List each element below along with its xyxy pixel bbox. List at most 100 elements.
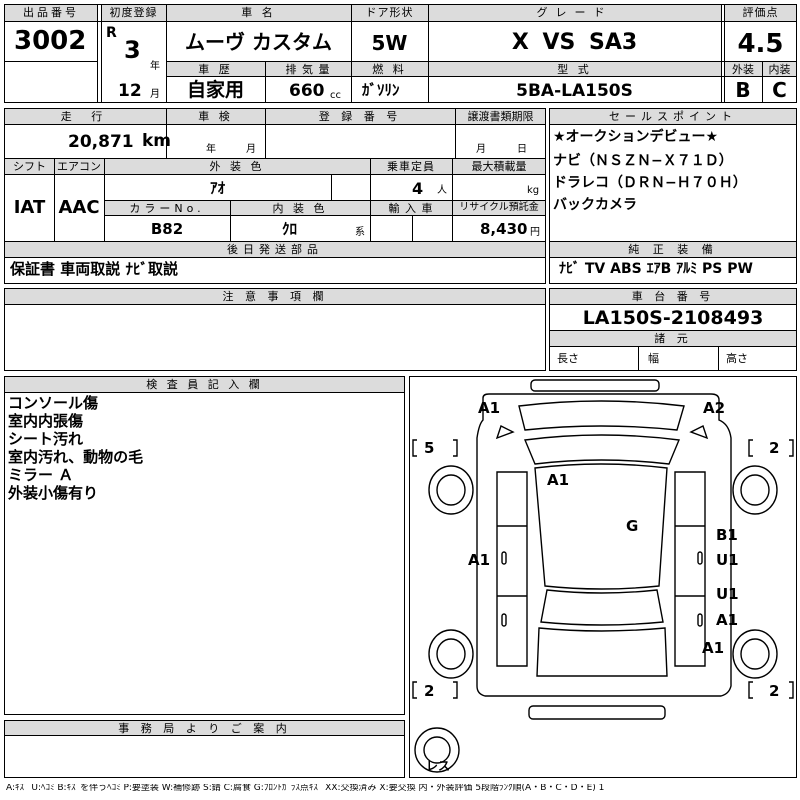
color-no-label: カラーNo. <box>129 202 205 215</box>
tire-score-rear-right: 2 <box>769 682 780 700</box>
later-parts: 保証書 車両取説 ﾅﾋﾞ取説 <box>10 260 178 278</box>
damage-right-rear-fender: A1 <box>702 639 725 657</box>
spare-tire-status: レス <box>426 759 451 773</box>
first-reg-label: 初度登録 <box>109 6 158 19</box>
sales-point-line: バックカメラ <box>553 197 637 213</box>
lot-number: 3002 <box>14 26 87 56</box>
sales-point-line: ナビ（ＮＳＺＮ−Ｘ７１Ｄ） <box>553 153 733 169</box>
displacement-unit: cc <box>330 90 341 101</box>
first-reg-era: R <box>106 25 117 41</box>
right-front-handle <box>697 551 703 565</box>
first-reg-month-unit: 月 <box>150 89 160 100</box>
rear-glass <box>540 589 664 626</box>
tire-rear-right <box>732 629 778 679</box>
car-name-label: 車 名 <box>241 6 276 19</box>
equipment-label: 純 正 装 備 <box>628 243 718 256</box>
legend: A:ｷｽﾞ U:ﾍｺﾐ B:ｷｽﾞを伴うﾍｺﾐ P:要塗装 W:補修跡 S:錆 … <box>6 784 605 793</box>
transfer-month-unit: 月 <box>476 144 486 155</box>
exterior-grade: B <box>735 78 751 102</box>
left-mirror <box>495 425 515 440</box>
left-front-handle <box>501 551 507 565</box>
body-outline <box>476 393 732 697</box>
aircon: AAC <box>58 197 100 218</box>
left-side <box>496 471 528 667</box>
score: 4.5 <box>737 29 784 59</box>
notes-box <box>4 288 546 371</box>
damage-glass: G <box>626 517 639 535</box>
damage-right-rear-door-2: A1 <box>716 611 739 629</box>
tire-front-left <box>428 465 474 515</box>
exterior-color: ｱｵ <box>209 179 225 197</box>
spare-tire <box>414 727 460 773</box>
capacity-unit: 人 <box>437 185 447 196</box>
rear-bumper <box>528 705 666 720</box>
office-box <box>4 720 405 778</box>
spec-length-label: 長さ <box>557 352 579 365</box>
header-grid <box>4 4 797 103</box>
tire-rear-left <box>428 629 474 679</box>
tire-score-front-left: 5 <box>424 439 435 457</box>
first-reg-year: 3 <box>124 36 141 64</box>
exterior-color-label: 外 装 色 <box>209 160 265 173</box>
mileage: 20,871 <box>68 132 134 152</box>
windshield <box>524 434 680 465</box>
right-mirror <box>689 425 709 440</box>
first-reg-year-unit: 年 <box>150 61 160 72</box>
grade-label: グレード <box>536 6 613 19</box>
chassis-box <box>549 288 797 371</box>
lot-label: 出品番号 <box>23 6 79 19</box>
details-grid <box>4 108 546 284</box>
damage-left-side: A1 <box>468 551 491 569</box>
max-load-unit: kg <box>527 185 540 196</box>
recycle: 8,430 <box>480 220 528 238</box>
transfer-day-unit: 日 <box>517 144 527 155</box>
car-diagram-box <box>409 376 797 778</box>
tire-front-right <box>732 465 778 515</box>
damage-right-rear-door-1: U1 <box>716 585 739 603</box>
inspector-label: 検 査 員 記 入 欄 <box>146 378 263 391</box>
inspection-month-unit: 月 <box>246 144 256 155</box>
model-label: 型 式 <box>557 63 592 76</box>
fuel-label: 燃 料 <box>372 63 407 76</box>
mileage-label: 走 行 <box>60 110 111 123</box>
interior-grade-label: 内装 <box>768 63 791 76</box>
tire-score-rear-left: 2 <box>424 682 435 700</box>
max-load-label: 最大積載量 <box>471 160 527 173</box>
inspector-remark: ミラー Ａ <box>8 466 74 484</box>
interior-color-unit: 系 <box>355 227 365 238</box>
car-name: ムーヴ カスタム <box>185 30 332 54</box>
fuel: ｶﾞｿﾘﾝ <box>362 81 400 99</box>
damage-front-left: A1 <box>478 399 501 417</box>
front-bumper <box>530 379 660 392</box>
inspector-box <box>4 376 405 715</box>
inspector-remark: コンソール傷 <box>8 394 99 412</box>
later-parts-label: 後日発送部品 <box>227 243 323 256</box>
damage-right-front-door-1: B1 <box>716 526 738 544</box>
shift: IAT <box>13 197 46 218</box>
sales-points-box <box>549 108 797 284</box>
car-diagram <box>412 379 794 773</box>
inspection-year-unit: 年 <box>206 144 216 155</box>
history: 自家用 <box>186 79 244 101</box>
transfer-deadline-label: 譲渡書類期限 <box>467 110 534 123</box>
notes-label: 注 意 事 項 欄 <box>222 290 328 303</box>
damage-right-front-door-2: U1 <box>716 551 739 569</box>
displacement: 660 <box>289 81 325 101</box>
damage-front-right: A2 <box>703 399 726 417</box>
recycle-label: リサイクル預託金 <box>459 202 539 213</box>
right-side <box>674 471 706 667</box>
inspector-remark: 外装小傷有り <box>8 484 99 502</box>
left-rear-handle <box>501 613 507 627</box>
grade: X VS SA3 <box>511 30 638 55</box>
model: 5BA-LA150S <box>516 81 633 101</box>
inspector-remark: 室内内張傷 <box>8 412 84 430</box>
capacity: 4 <box>412 179 424 198</box>
history-label: 車 歴 <box>198 63 233 76</box>
tailgate <box>536 627 668 677</box>
damage-roof: A1 <box>547 471 570 489</box>
displacement-label: 排 気 量 <box>285 63 331 76</box>
recycle-unit: 円 <box>530 227 540 238</box>
interior-color-label: 内 装 色 <box>272 202 328 215</box>
mileage-unit: km <box>142 131 172 151</box>
first-reg-month: 12 <box>118 81 142 101</box>
